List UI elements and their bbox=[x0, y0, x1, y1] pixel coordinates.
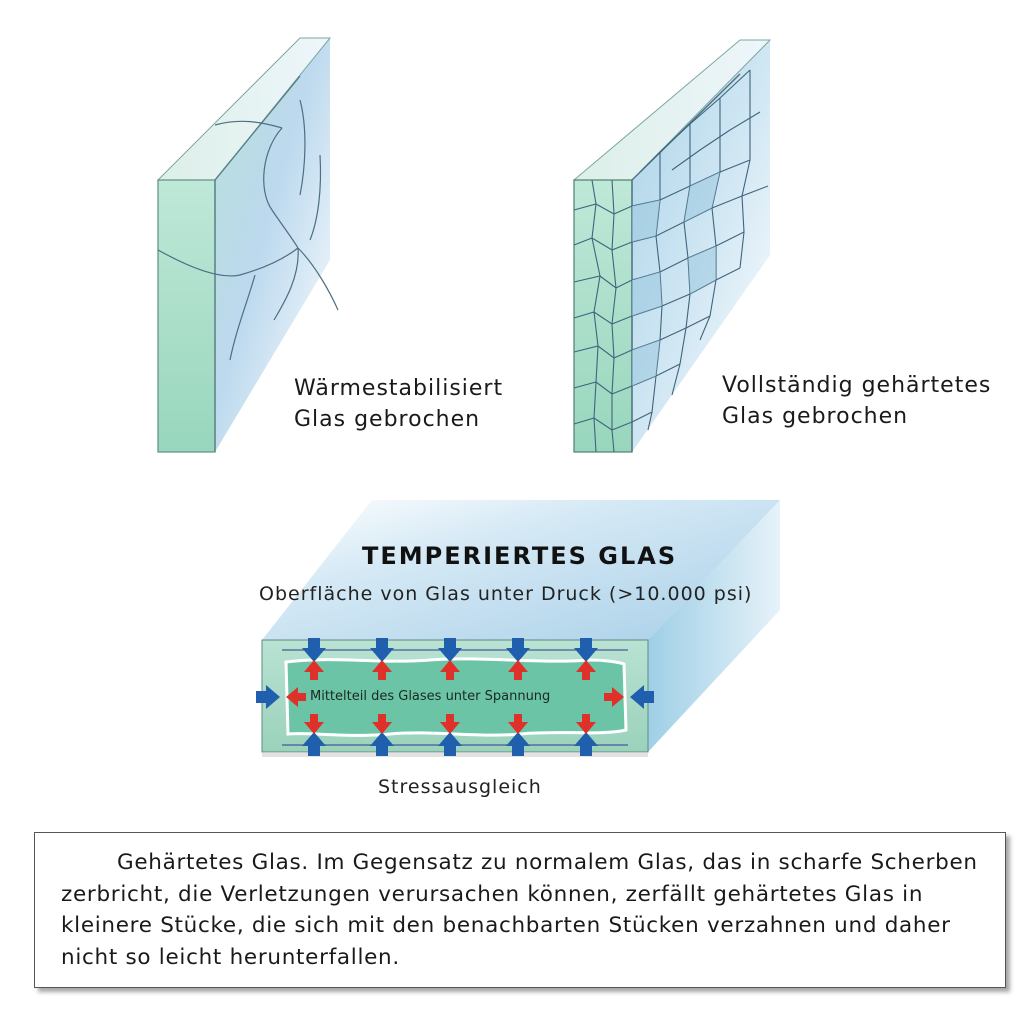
compression-arrows-top bbox=[302, 638, 598, 662]
compression-arrows-bottom bbox=[302, 732, 598, 756]
tension-arrows-side bbox=[286, 687, 624, 707]
block-subtitle: Oberfläche von Glas unter Druck (>10.000… bbox=[259, 583, 753, 605]
glass-face bbox=[632, 40, 770, 452]
heat-strengthened-caption: Wärmestabilisiert Glas gebrochen bbox=[294, 373, 503, 435]
fully-tempered-glass-illustration bbox=[572, 39, 772, 453]
description-box: Gehärtetes Glas. Im Gegensatz zu normale… bbox=[34, 832, 1006, 988]
caption-line-1: Vollständig gehärtetes bbox=[722, 373, 992, 398]
tension-arrows-bottom bbox=[304, 714, 596, 734]
block-side-face bbox=[648, 500, 780, 752]
description-text: Gehärtetes Glas. Im Gegensatz zu normale… bbox=[61, 850, 978, 970]
block-title: TEMPERIERTES GLAS bbox=[362, 542, 678, 570]
caption-line-2: Glas gebrochen bbox=[722, 404, 909, 429]
compression-arrows-side bbox=[256, 685, 654, 709]
glass-front-edge bbox=[573, 179, 633, 453]
caption-line-1: Wärmestabilisiert bbox=[294, 376, 504, 401]
glass-face bbox=[215, 38, 330, 452]
caption-line-2: Glas gebrochen bbox=[294, 407, 481, 432]
fully-tempered-caption: Vollständig gehärtetes Glas gebrochen bbox=[722, 370, 991, 432]
stress-balance-label: Stressausgleich bbox=[378, 776, 542, 798]
crack-lines bbox=[157, 99, 339, 361]
tension-zone-label: Mittelteil des Glases unter Spannung bbox=[310, 689, 551, 704]
tension-arrows-top bbox=[304, 660, 596, 680]
tension-zone bbox=[284, 657, 628, 737]
heat-strengthened-glass-illustration bbox=[156, 37, 339, 453]
tempered-glass-block bbox=[256, 500, 780, 757]
block-top-face bbox=[262, 500, 780, 640]
glass-front-edge bbox=[157, 179, 216, 453]
